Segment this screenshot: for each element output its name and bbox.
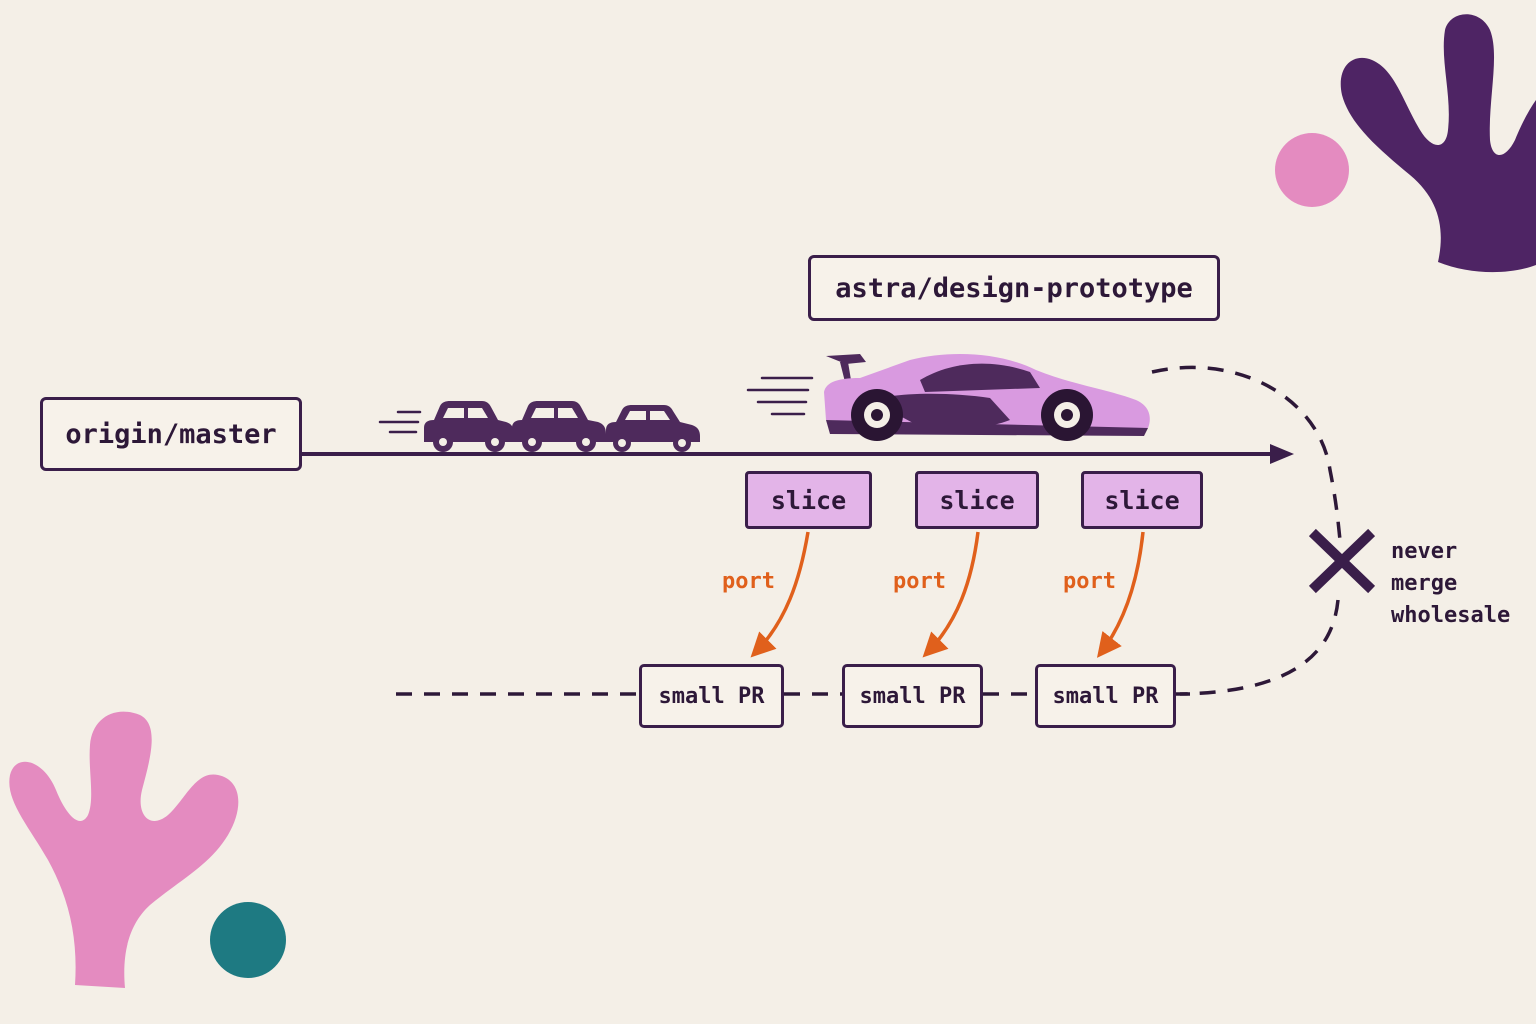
port-arrows bbox=[750, 531, 1145, 658]
main-branch-arrowhead bbox=[1270, 444, 1294, 464]
port-label: port bbox=[1063, 569, 1116, 594]
slice-box: slice bbox=[915, 471, 1039, 529]
origin-master-label: origin/master bbox=[65, 418, 277, 450]
slice-label: slice bbox=[939, 485, 1015, 515]
teal-dot-decoration-icon bbox=[210, 902, 286, 978]
note-line-2: merge bbox=[1391, 571, 1458, 596]
sports-car-speed-lines bbox=[746, 376, 814, 416]
slice-label: slice bbox=[770, 485, 847, 515]
design-prototype-label: astra/design-prototype bbox=[835, 272, 1193, 304]
slice-label: slice bbox=[1104, 485, 1180, 515]
traffic-car-hubcaps bbox=[439, 438, 686, 447]
slice-box: slice bbox=[745, 471, 872, 529]
traffic-speed-lines bbox=[378, 410, 422, 434]
slice-box: slice bbox=[1081, 471, 1203, 529]
small-pr-box: small PR bbox=[1035, 664, 1176, 728]
coral-decoration-icon bbox=[9, 711, 239, 988]
blocked-x-icon bbox=[1308, 528, 1376, 594]
note-line-1: never bbox=[1391, 539, 1458, 564]
never-merge-wholesale-note: never merge wholesale bbox=[1391, 536, 1510, 632]
port-label: port bbox=[722, 569, 775, 594]
note-line-3: wholesale bbox=[1391, 603, 1511, 628]
small-pr-box: small PR bbox=[842, 664, 983, 728]
prototype-dashed-path bbox=[1151, 365, 1342, 541]
port-label: port bbox=[893, 569, 946, 594]
design-prototype-branch: astra/design-prototype bbox=[808, 255, 1220, 321]
small-pr-label: small PR bbox=[859, 683, 966, 709]
small-pr-label: small PR bbox=[658, 683, 765, 709]
small-pr-box: small PR bbox=[639, 664, 784, 728]
pink-dot-decoration-icon bbox=[1275, 133, 1349, 207]
small-pr-label: small PR bbox=[1052, 683, 1159, 709]
return-dashed-path bbox=[1179, 599, 1340, 696]
sports-car-icon bbox=[824, 354, 1150, 441]
coral-decoration-icon bbox=[1340, 14, 1536, 273]
traffic-car-windows bbox=[443, 408, 670, 420]
origin-master-branch: origin/master bbox=[40, 397, 302, 471]
